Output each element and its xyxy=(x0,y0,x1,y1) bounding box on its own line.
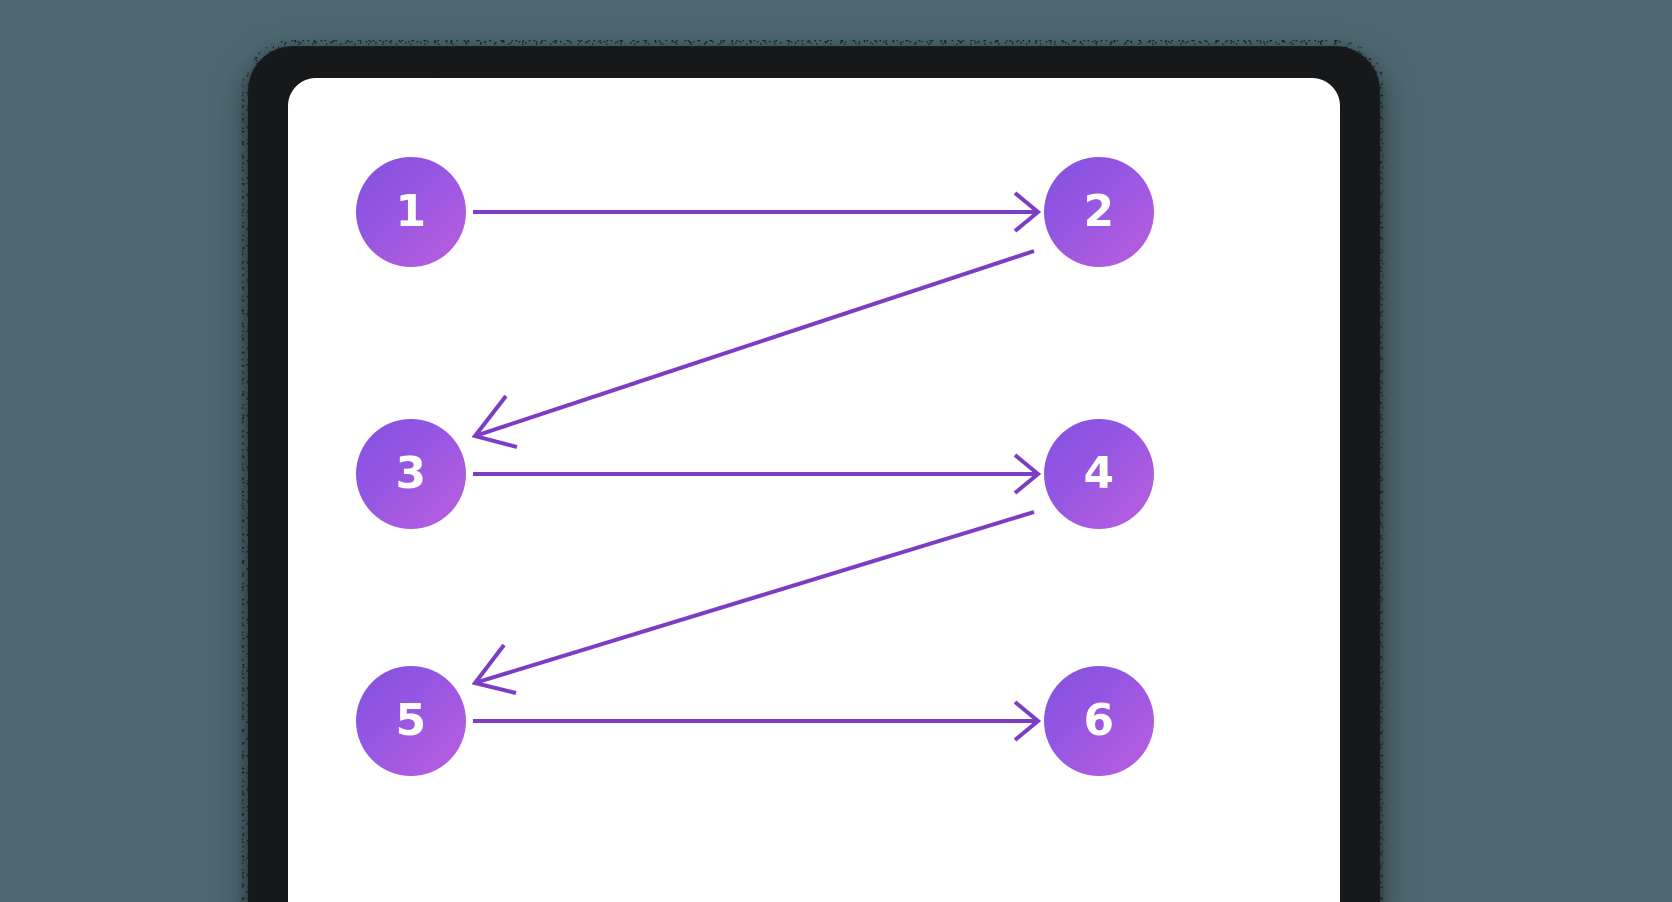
graph-node-label: 3 xyxy=(395,448,427,499)
arrowhead-left-icon xyxy=(471,394,518,449)
graph-node-label: 6 xyxy=(1083,695,1115,746)
graph-node-5[interactable]: 5 xyxy=(356,666,466,776)
graph-node-3[interactable]: 3 xyxy=(356,419,466,529)
graph-node-label: 4 xyxy=(1083,448,1115,499)
graph-node-label: 2 xyxy=(1083,186,1115,237)
edge-4-to-5[interactable] xyxy=(471,510,1035,695)
edge-line xyxy=(477,249,1035,437)
arrowhead-left-icon xyxy=(471,643,517,695)
graph-node-6[interactable]: 6 xyxy=(1044,666,1154,776)
graph-node-1[interactable]: 1 xyxy=(356,157,466,267)
arrowhead-right-icon xyxy=(1013,700,1042,742)
edge-3-to-4[interactable] xyxy=(473,453,1042,495)
graph-node-label: 1 xyxy=(395,186,427,237)
device-frame: 1 2 3 4 5 6 xyxy=(249,47,1379,902)
edge-2-to-3[interactable] xyxy=(471,249,1035,449)
arrowhead-right-icon xyxy=(1013,191,1042,233)
edge-1-to-2[interactable] xyxy=(473,191,1042,233)
edge-layer xyxy=(471,191,1042,742)
graph-node-2[interactable]: 2 xyxy=(1044,157,1154,267)
diagram-canvas: 1 2 3 4 5 6 xyxy=(288,78,1340,902)
screen-card: 1 2 3 4 5 6 xyxy=(288,78,1340,902)
graph-node-4[interactable]: 4 xyxy=(1044,419,1154,529)
edge-5-to-6[interactable] xyxy=(473,700,1042,742)
arrowhead-right-icon xyxy=(1013,453,1042,495)
graph-node-label: 5 xyxy=(395,695,427,746)
edge-line xyxy=(477,510,1035,684)
